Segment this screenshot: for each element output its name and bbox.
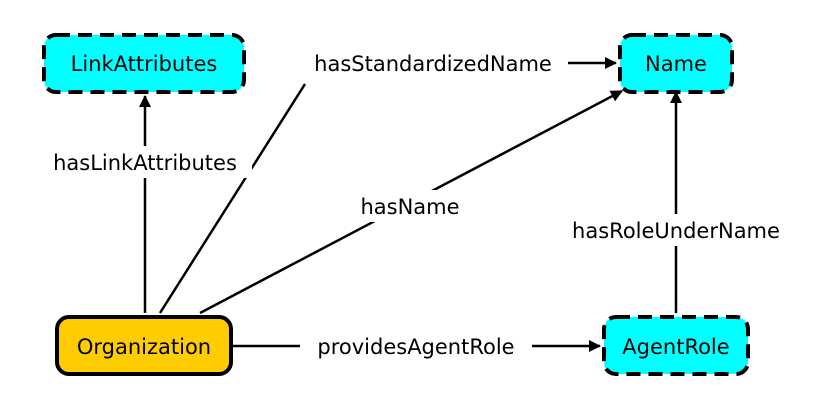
edge-label-has-name: hasName	[360, 195, 459, 219]
node-agent-role-label: AgentRole	[622, 335, 729, 359]
edge-label-has-standardized-name: hasStandardizedName	[314, 52, 552, 76]
node-link-attributes-label: LinkAttributes	[71, 52, 218, 76]
edge-label-has-link-attributes: hasLinkAttributes	[53, 151, 237, 175]
node-name-label: Name	[645, 52, 707, 76]
node-organization[interactable]: Organization	[55, 315, 233, 376]
node-agent-role[interactable]: AgentRole	[602, 315, 750, 376]
node-organization-label: Organization	[77, 335, 211, 359]
node-link-attributes[interactable]: LinkAttributes	[42, 33, 246, 94]
edge-label-provides-agent-role: providesAgentRole	[317, 335, 514, 359]
edge-label-has-role-under-name: hasRoleUnderName	[572, 219, 780, 243]
node-name[interactable]: Name	[618, 33, 734, 94]
edge-has-standardized-name-line	[158, 83, 307, 314]
